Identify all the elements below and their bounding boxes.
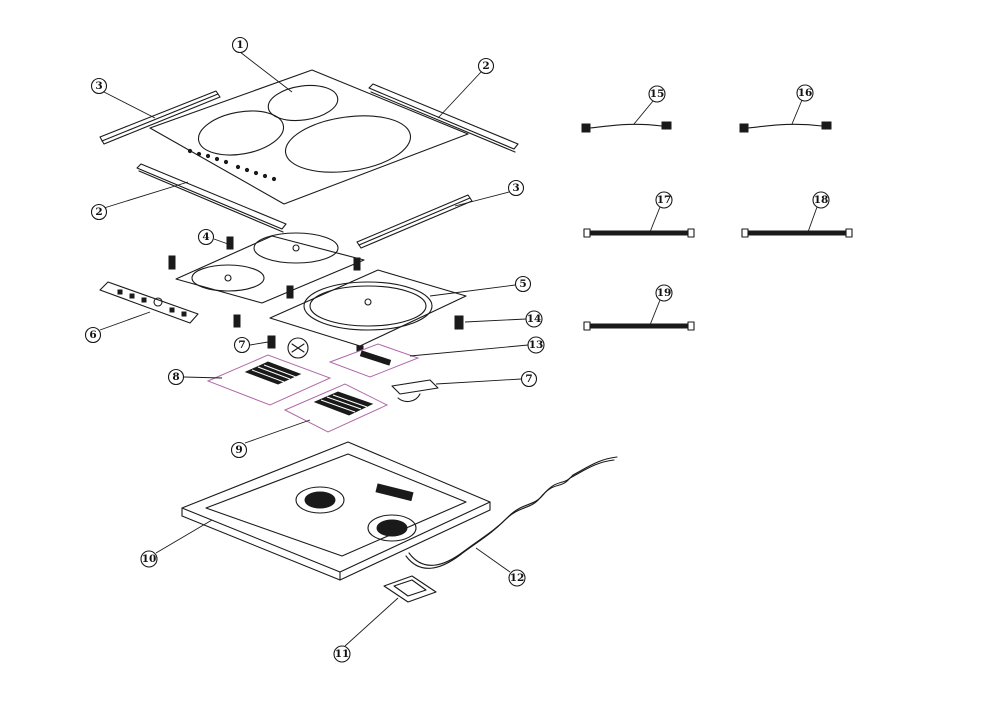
callout-label: 10 <box>142 553 157 565</box>
side-trim-front <box>136 163 287 233</box>
control-dots <box>187 148 277 182</box>
callout-label: 2 <box>482 60 489 72</box>
side-trim-left <box>99 90 221 145</box>
cable-17 <box>583 228 695 238</box>
callout-1: 1 <box>231 36 249 54</box>
power-board-upper <box>206 354 332 406</box>
cable-19 <box>583 321 695 331</box>
callout-6: 6 <box>84 326 102 344</box>
side-trim-right <box>356 194 473 249</box>
callout-5: 5 <box>514 275 532 293</box>
callout-17: 17 <box>655 191 673 209</box>
callout-label: 18 <box>814 194 829 206</box>
internal-wire-harness <box>391 379 439 403</box>
callout-11: 11 <box>333 645 351 663</box>
callout-16: 16 <box>796 84 814 102</box>
callout-label: 13 <box>529 339 544 351</box>
heatsink-upper <box>244 361 302 385</box>
callout-3-left: 3 <box>90 77 108 95</box>
cable-18 <box>741 228 853 238</box>
bottom-coil-right <box>367 514 417 542</box>
callout-18: 18 <box>812 191 830 209</box>
callout-label: 17 <box>657 194 672 206</box>
callout-12: 12 <box>508 569 526 587</box>
callout-label: 5 <box>519 278 526 290</box>
side-trim-rear <box>368 83 519 153</box>
callout-label: 11 <box>335 648 350 660</box>
callout-2-front: 2 <box>90 203 108 221</box>
bottom-coil-left <box>295 486 345 514</box>
cable-16 <box>739 121 832 133</box>
callout-label: 7 <box>238 339 245 351</box>
callout-label: 1 <box>236 39 243 51</box>
callout-label: 4 <box>202 231 209 243</box>
callout-label: 8 <box>172 371 179 383</box>
power-board-lower <box>283 383 389 433</box>
touch-control-board <box>99 281 199 324</box>
small-coil-assembly <box>175 232 365 304</box>
callout-4: 4 <box>197 228 215 246</box>
callout-label: 7 <box>525 373 532 385</box>
heatsink-lower <box>313 391 374 416</box>
glass-top-panel <box>149 69 469 205</box>
filter-board <box>328 343 420 378</box>
callout-13: 13 <box>527 336 545 354</box>
cable-15 <box>581 121 672 133</box>
terminal-block-cover <box>383 575 437 603</box>
leader-lines <box>99 51 818 647</box>
callout-14: 14 <box>525 310 543 328</box>
callout-15: 15 <box>648 85 666 103</box>
bottom-housing <box>181 441 491 581</box>
cooling-fan <box>287 337 309 359</box>
callout-label: 19 <box>657 287 672 299</box>
callout-19: 19 <box>655 284 673 302</box>
callout-label: 3 <box>95 80 102 92</box>
callout-9: 9 <box>230 441 248 459</box>
callout-7-right: 7 <box>520 370 538 388</box>
callout-label: 16 <box>798 87 813 99</box>
callout-label: 14 <box>527 313 542 325</box>
callout-label: 2 <box>95 206 102 218</box>
callout-label: 12 <box>510 572 525 584</box>
callout-label: 9 <box>235 444 242 456</box>
large-coil-assembly <box>269 269 467 347</box>
callout-label: 6 <box>89 329 96 341</box>
callout-8: 8 <box>167 368 185 386</box>
callout-label: 3 <box>512 182 519 194</box>
power-cord <box>405 456 618 569</box>
callout-3-right: 3 <box>507 179 525 197</box>
callout-label: 15 <box>650 88 665 100</box>
callout-7-left: 7 <box>233 336 251 354</box>
callout-2-rear: 2 <box>477 57 495 75</box>
callout-10: 10 <box>140 550 158 568</box>
